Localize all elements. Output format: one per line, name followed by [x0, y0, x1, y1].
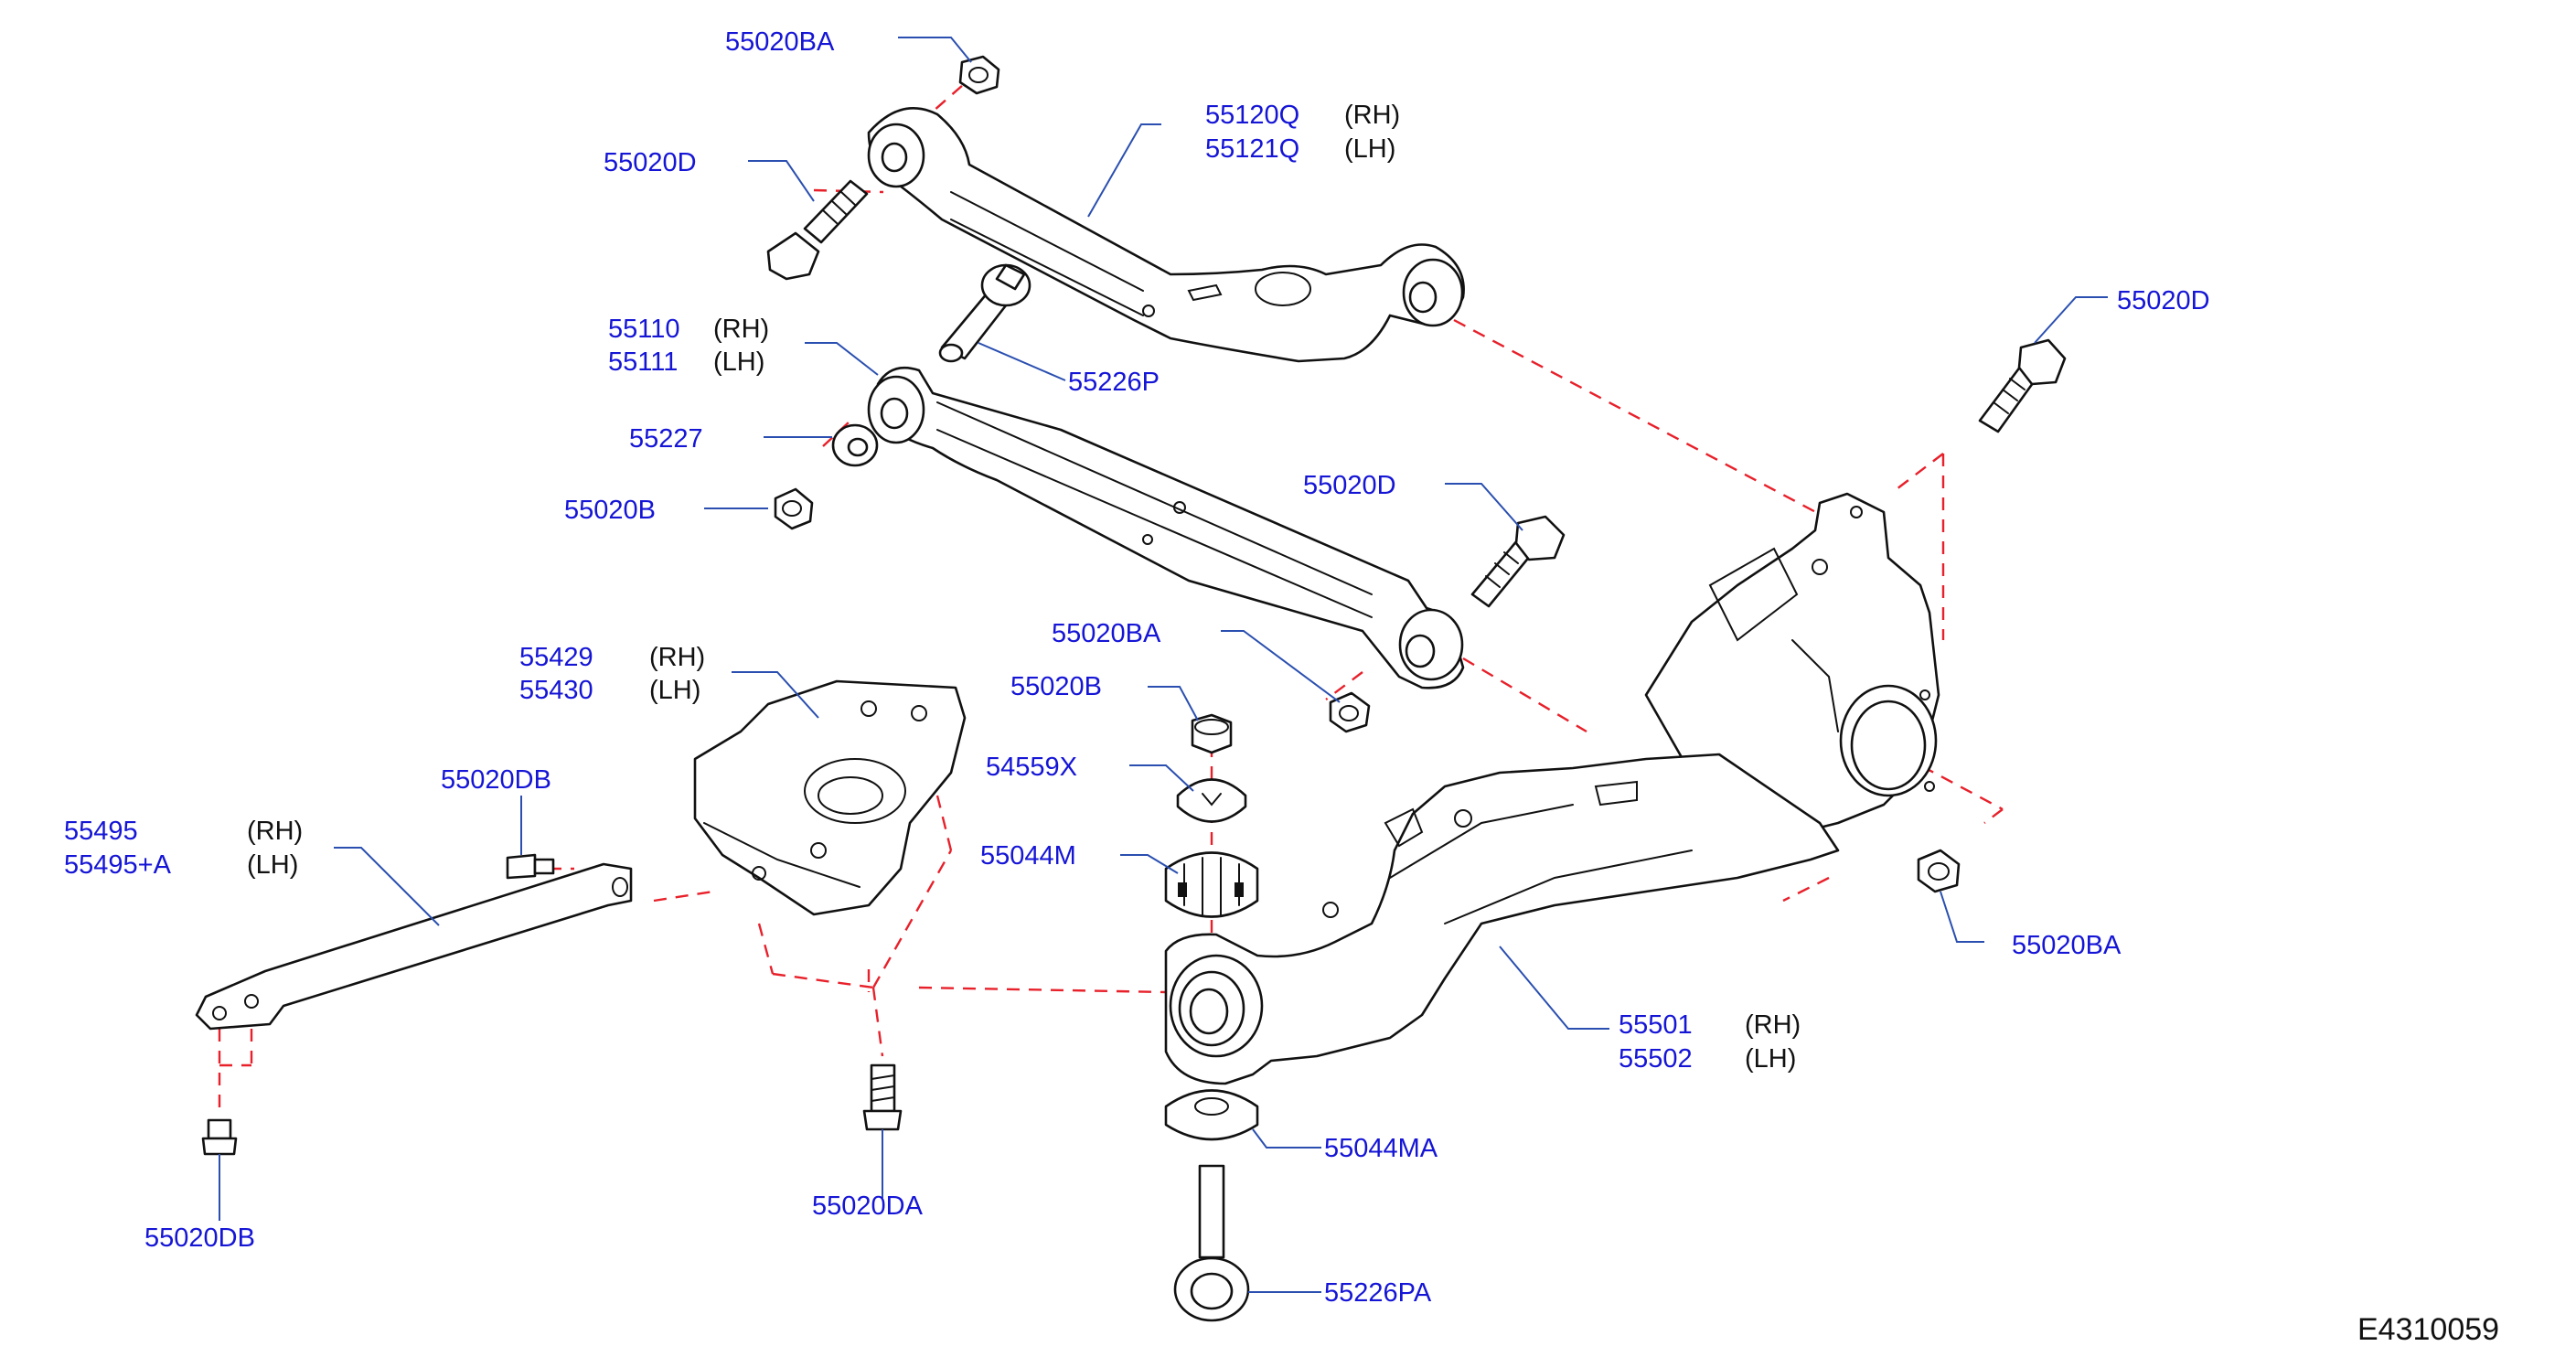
- label-55020BA-mid[interactable]: 55020BA: [1052, 619, 1161, 648]
- bolt-55020D-right-shape: [1978, 338, 2067, 433]
- label-55495A[interactable]: 55495+A: [64, 850, 172, 880]
- label-55226PA[interactable]: 55226PA: [1324, 1278, 1432, 1308]
- side-55120Q: (RH): [1344, 101, 1400, 130]
- label-55227[interactable]: 55227: [629, 424, 703, 454]
- label-55020B-left[interactable]: 55020B: [564, 496, 656, 525]
- label-55020D-mid[interactable]: 55020D: [1303, 471, 1396, 500]
- side-55121Q: (LH): [1344, 134, 1395, 164]
- label-55020B-mid[interactable]: 55020B: [1010, 672, 1102, 701]
- label-55430[interactable]: 55430: [519, 676, 593, 705]
- knuckle-assembly: [1644, 492, 1940, 834]
- label-55110[interactable]: 55110: [608, 315, 680, 344]
- washer-55227-shape: [831, 423, 879, 467]
- label-54559X[interactable]: 54559X: [986, 753, 1077, 782]
- label-55121Q[interactable]: 55121Q: [1205, 134, 1299, 164]
- bolt-55020D-mid-shape: [1470, 515, 1566, 608]
- upper-arm-55120Q[interactable]: [867, 107, 1465, 363]
- side-55111: (LH): [713, 347, 764, 377]
- label-55044MA[interactable]: 55044MA: [1324, 1134, 1438, 1163]
- label-55120Q[interactable]: 55120Q: [1205, 101, 1299, 130]
- diagram-id: E4310059: [2357, 1312, 2499, 1347]
- bolt-55020D-left-shape: [766, 179, 869, 281]
- side-55495: (RH): [247, 817, 303, 846]
- bolt-55020DB-bottom-shape: [201, 1118, 238, 1156]
- label-55020DA[interactable]: 55020DA: [812, 1191, 924, 1221]
- label-55501[interactable]: 55501: [1619, 1010, 1693, 1040]
- label-55020DB-top[interactable]: 55020DB: [441, 765, 551, 795]
- side-55495A: (LH): [247, 850, 298, 880]
- label-55429[interactable]: 55429: [519, 643, 593, 672]
- cap-54559X-shape: [1176, 778, 1247, 823]
- nut-55020BA-top-shape: [958, 55, 1000, 95]
- label-55020D-left[interactable]: 55020D: [604, 148, 697, 177]
- side-55502: (LH): [1745, 1044, 1796, 1074]
- side-55430: (LH): [649, 676, 700, 705]
- lower-link-55110[interactable]: [867, 366, 1465, 689]
- label-55020BA-right[interactable]: 55020BA: [2012, 931, 2122, 960]
- label-55495[interactable]: 55495: [64, 817, 138, 846]
- pin-55226PA-shape: [1173, 1164, 1250, 1322]
- pin-55226P-shape: [938, 263, 1031, 363]
- side-55429: (RH): [649, 643, 705, 672]
- label-55502[interactable]: 55502: [1619, 1044, 1693, 1074]
- bushing-55044MA-shape: [1164, 1089, 1259, 1141]
- label-55020DB-bottom[interactable]: 55020DB: [144, 1223, 255, 1253]
- bolt-55020DB-top-shape: [506, 853, 555, 880]
- nut-55020B-left-shape: [774, 487, 814, 530]
- nut-55020B-mid-shape: [1191, 713, 1233, 754]
- bolt-55020DA-shape: [862, 1063, 903, 1131]
- label-55226P[interactable]: 55226P: [1068, 368, 1160, 397]
- side-55501: (RH): [1745, 1010, 1801, 1040]
- label-55020D-right[interactable]: 55020D: [2117, 286, 2210, 315]
- nut-55020BA-mid-shape: [1329, 691, 1371, 733]
- side-55110: (RH): [713, 315, 769, 344]
- leader-lines: [219, 37, 2108, 1293]
- bushing-55044M-shape: [1164, 851, 1259, 918]
- bracket-55429[interactable]: [693, 679, 967, 916]
- part-labels: 55020BA 55120Q (RH) 55121Q (LH) 55020D 5…: [64, 27, 2499, 1347]
- label-55044M[interactable]: 55044M: [980, 841, 1076, 871]
- lateral-rod-55495[interactable]: [195, 862, 633, 1031]
- trailing-arm-55501[interactable]: [1164, 753, 1840, 1085]
- nut-55020BA-right-shape: [1917, 849, 1961, 893]
- label-55020BA-top[interactable]: 55020BA: [725, 27, 835, 57]
- label-55111[interactable]: 55111: [608, 347, 678, 377]
